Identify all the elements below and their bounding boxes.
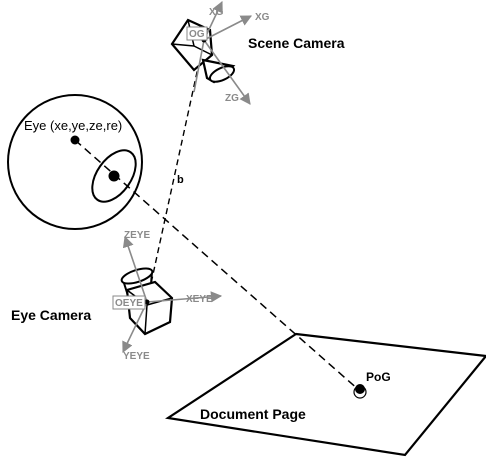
scene-x-label-1: XG <box>209 7 224 18</box>
eyeball-circle <box>7 94 143 230</box>
baseline-line <box>146 39 205 303</box>
eye-x-label: XEYE <box>186 294 213 305</box>
eye-label: Eye (xe,ye,ze,re) <box>24 118 122 133</box>
baseline-label: b <box>177 174 184 186</box>
eye-origin-dot <box>144 299 150 305</box>
eye-y-axis <box>122 301 148 354</box>
eye-x-axis <box>146 291 223 303</box>
eye-z-axis <box>122 235 148 303</box>
scene-y-axis <box>193 39 205 93</box>
gaze-line <box>74 139 361 392</box>
eye-camera-label: Eye Camera <box>11 307 91 323</box>
eye-z-label: ZEYE <box>124 230 150 241</box>
document-page-label: Document Page <box>200 406 306 422</box>
scene-x-axis <box>203 15 252 41</box>
eye-origin-label-box <box>112 295 146 310</box>
pog-marker <box>355 384 365 394</box>
scene-origin-label-box <box>186 26 208 41</box>
pupil-dot <box>108 170 120 182</box>
eye-origin-label: OEYE <box>115 298 143 309</box>
scene-z-label: ZG <box>225 93 239 104</box>
scene-origin-label: OG <box>189 29 205 40</box>
eye-center-dot <box>70 135 80 145</box>
eye-y-label: YEYE <box>123 351 150 362</box>
document-page-plane <box>165 332 486 457</box>
pog-label: PoG <box>366 370 391 384</box>
eye-camera-icon <box>120 267 174 336</box>
scene-x-label-2: XG <box>255 12 270 23</box>
scene-z-axis <box>203 39 251 105</box>
scene-camera-label: Scene Camera <box>248 35 345 51</box>
